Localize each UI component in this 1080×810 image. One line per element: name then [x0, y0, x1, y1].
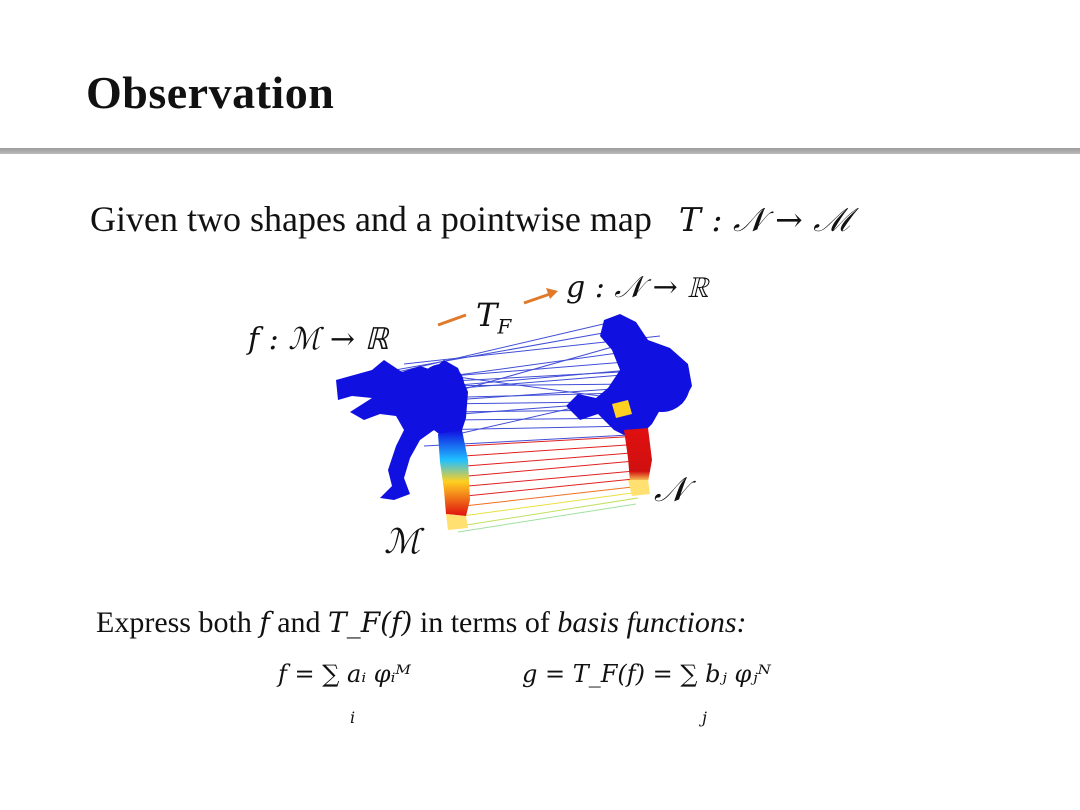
- express-prefix: Express both: [96, 606, 252, 639]
- shape-n: [566, 314, 692, 496]
- equation-right-index: j: [702, 708, 707, 727]
- intro-line: Given two shapes and a pointwise map T :…: [90, 198, 850, 240]
- express-middle: in terms of: [419, 606, 550, 639]
- express-and: and: [277, 606, 321, 639]
- intro-text: Given two shapes and a pointwise map: [90, 199, 652, 239]
- n-label: 𝒩: [654, 470, 687, 510]
- equation-left-index: i: [350, 708, 356, 727]
- tf-label-sub: F: [497, 314, 512, 339]
- equation-right: g = T_F(f) = ∑ bⱼ φⱼᴺ: [522, 660, 771, 688]
- express-basis: basis functions:: [557, 606, 747, 639]
- express-f: f: [259, 606, 270, 639]
- g-label: g : 𝒩 → ℝ: [566, 270, 709, 305]
- f-label: f : ℳ → ℝ: [248, 322, 389, 357]
- tf-label-main: T: [476, 296, 498, 334]
- m-label: ℳ: [384, 522, 421, 562]
- tf-label: TF: [476, 296, 511, 338]
- shape-m: [336, 360, 470, 530]
- slide-title: Observation: [86, 67, 335, 118]
- tf-arrow-shaft: [523, 292, 551, 305]
- equation-left: f = ∑ aᵢ φᵢᴹ: [278, 660, 411, 688]
- correspondence-lines-hot: [457, 435, 647, 533]
- tf-arrow-head: [546, 288, 558, 299]
- map-formula: T : 𝒩 → ℳ: [678, 200, 851, 239]
- tf-arrow-tail: [437, 313, 467, 327]
- express-tf: T_F(f): [328, 606, 413, 639]
- title-divider: [0, 148, 1080, 154]
- express-line: Express both f and T_F(f) in terms of ba…: [96, 606, 747, 640]
